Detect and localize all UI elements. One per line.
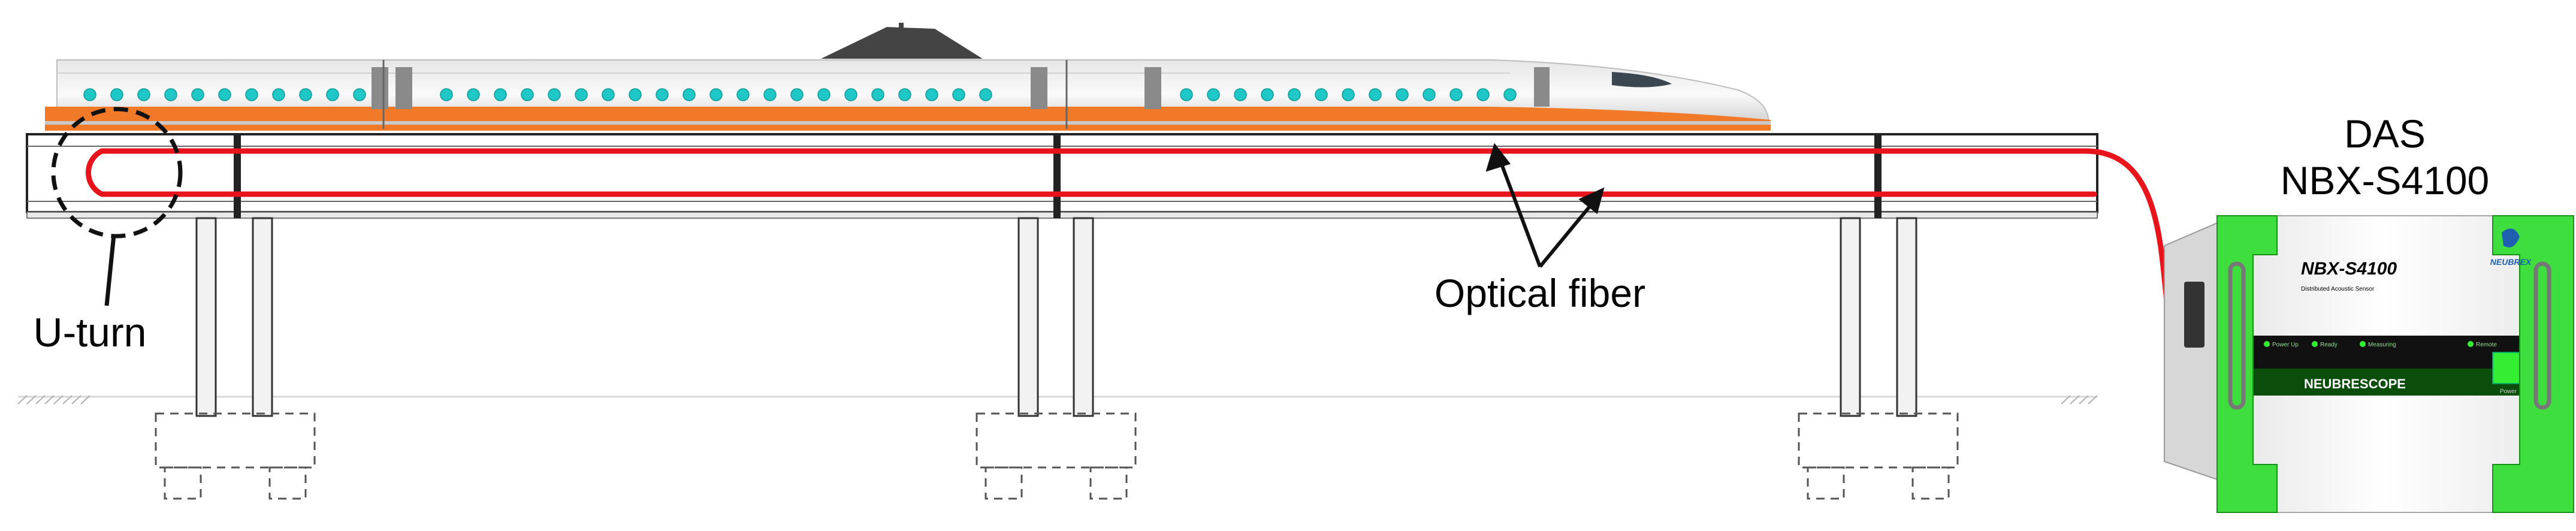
device-brand-text: NEUBREX (2490, 257, 2532, 267)
train-windows (83, 88, 1517, 101)
optical-fiber-label: Optical fiber (1435, 271, 1645, 315)
pantograph (821, 27, 983, 59)
device-power-label: Power (2500, 388, 2517, 395)
device-product-line-text: NEUBRESCOPE (2304, 376, 2406, 391)
device-indicators (2264, 341, 2474, 347)
right-handle[interactable] (2533, 261, 2551, 410)
indicator-ready: Ready (2320, 342, 2338, 348)
device-side (2164, 222, 2218, 481)
indicator-remote: Remote (2476, 342, 2497, 348)
ground (17, 395, 2098, 405)
das-model-title: NBX-S4100 (2281, 158, 2490, 203)
device-model-text: NBX-S4100 (2301, 259, 2397, 279)
uturn-marker (51, 107, 183, 306)
das-title: DAS (2344, 111, 2426, 156)
device-subtitle-text: Distributed Acoustic Sensor (2301, 286, 2375, 292)
train-stripe (45, 107, 1771, 131)
das-device (2164, 215, 2574, 513)
train-nose-window (1612, 72, 1672, 88)
indicator-measuring: Measuring (2368, 342, 2396, 348)
train (45, 23, 1771, 131)
fiber-pointer-arrows (1485, 143, 1605, 268)
bridge-deck (26, 133, 2098, 219)
bridge-piers (195, 217, 1917, 417)
left-handle[interactable] (2228, 261, 2246, 410)
uturn-label: U-turn (34, 310, 147, 355)
pier-foundations (155, 412, 1959, 500)
train-doors (372, 67, 1550, 109)
brand-logo-icon (2502, 228, 2520, 248)
indicator-power-up: Power Up (2272, 342, 2299, 348)
